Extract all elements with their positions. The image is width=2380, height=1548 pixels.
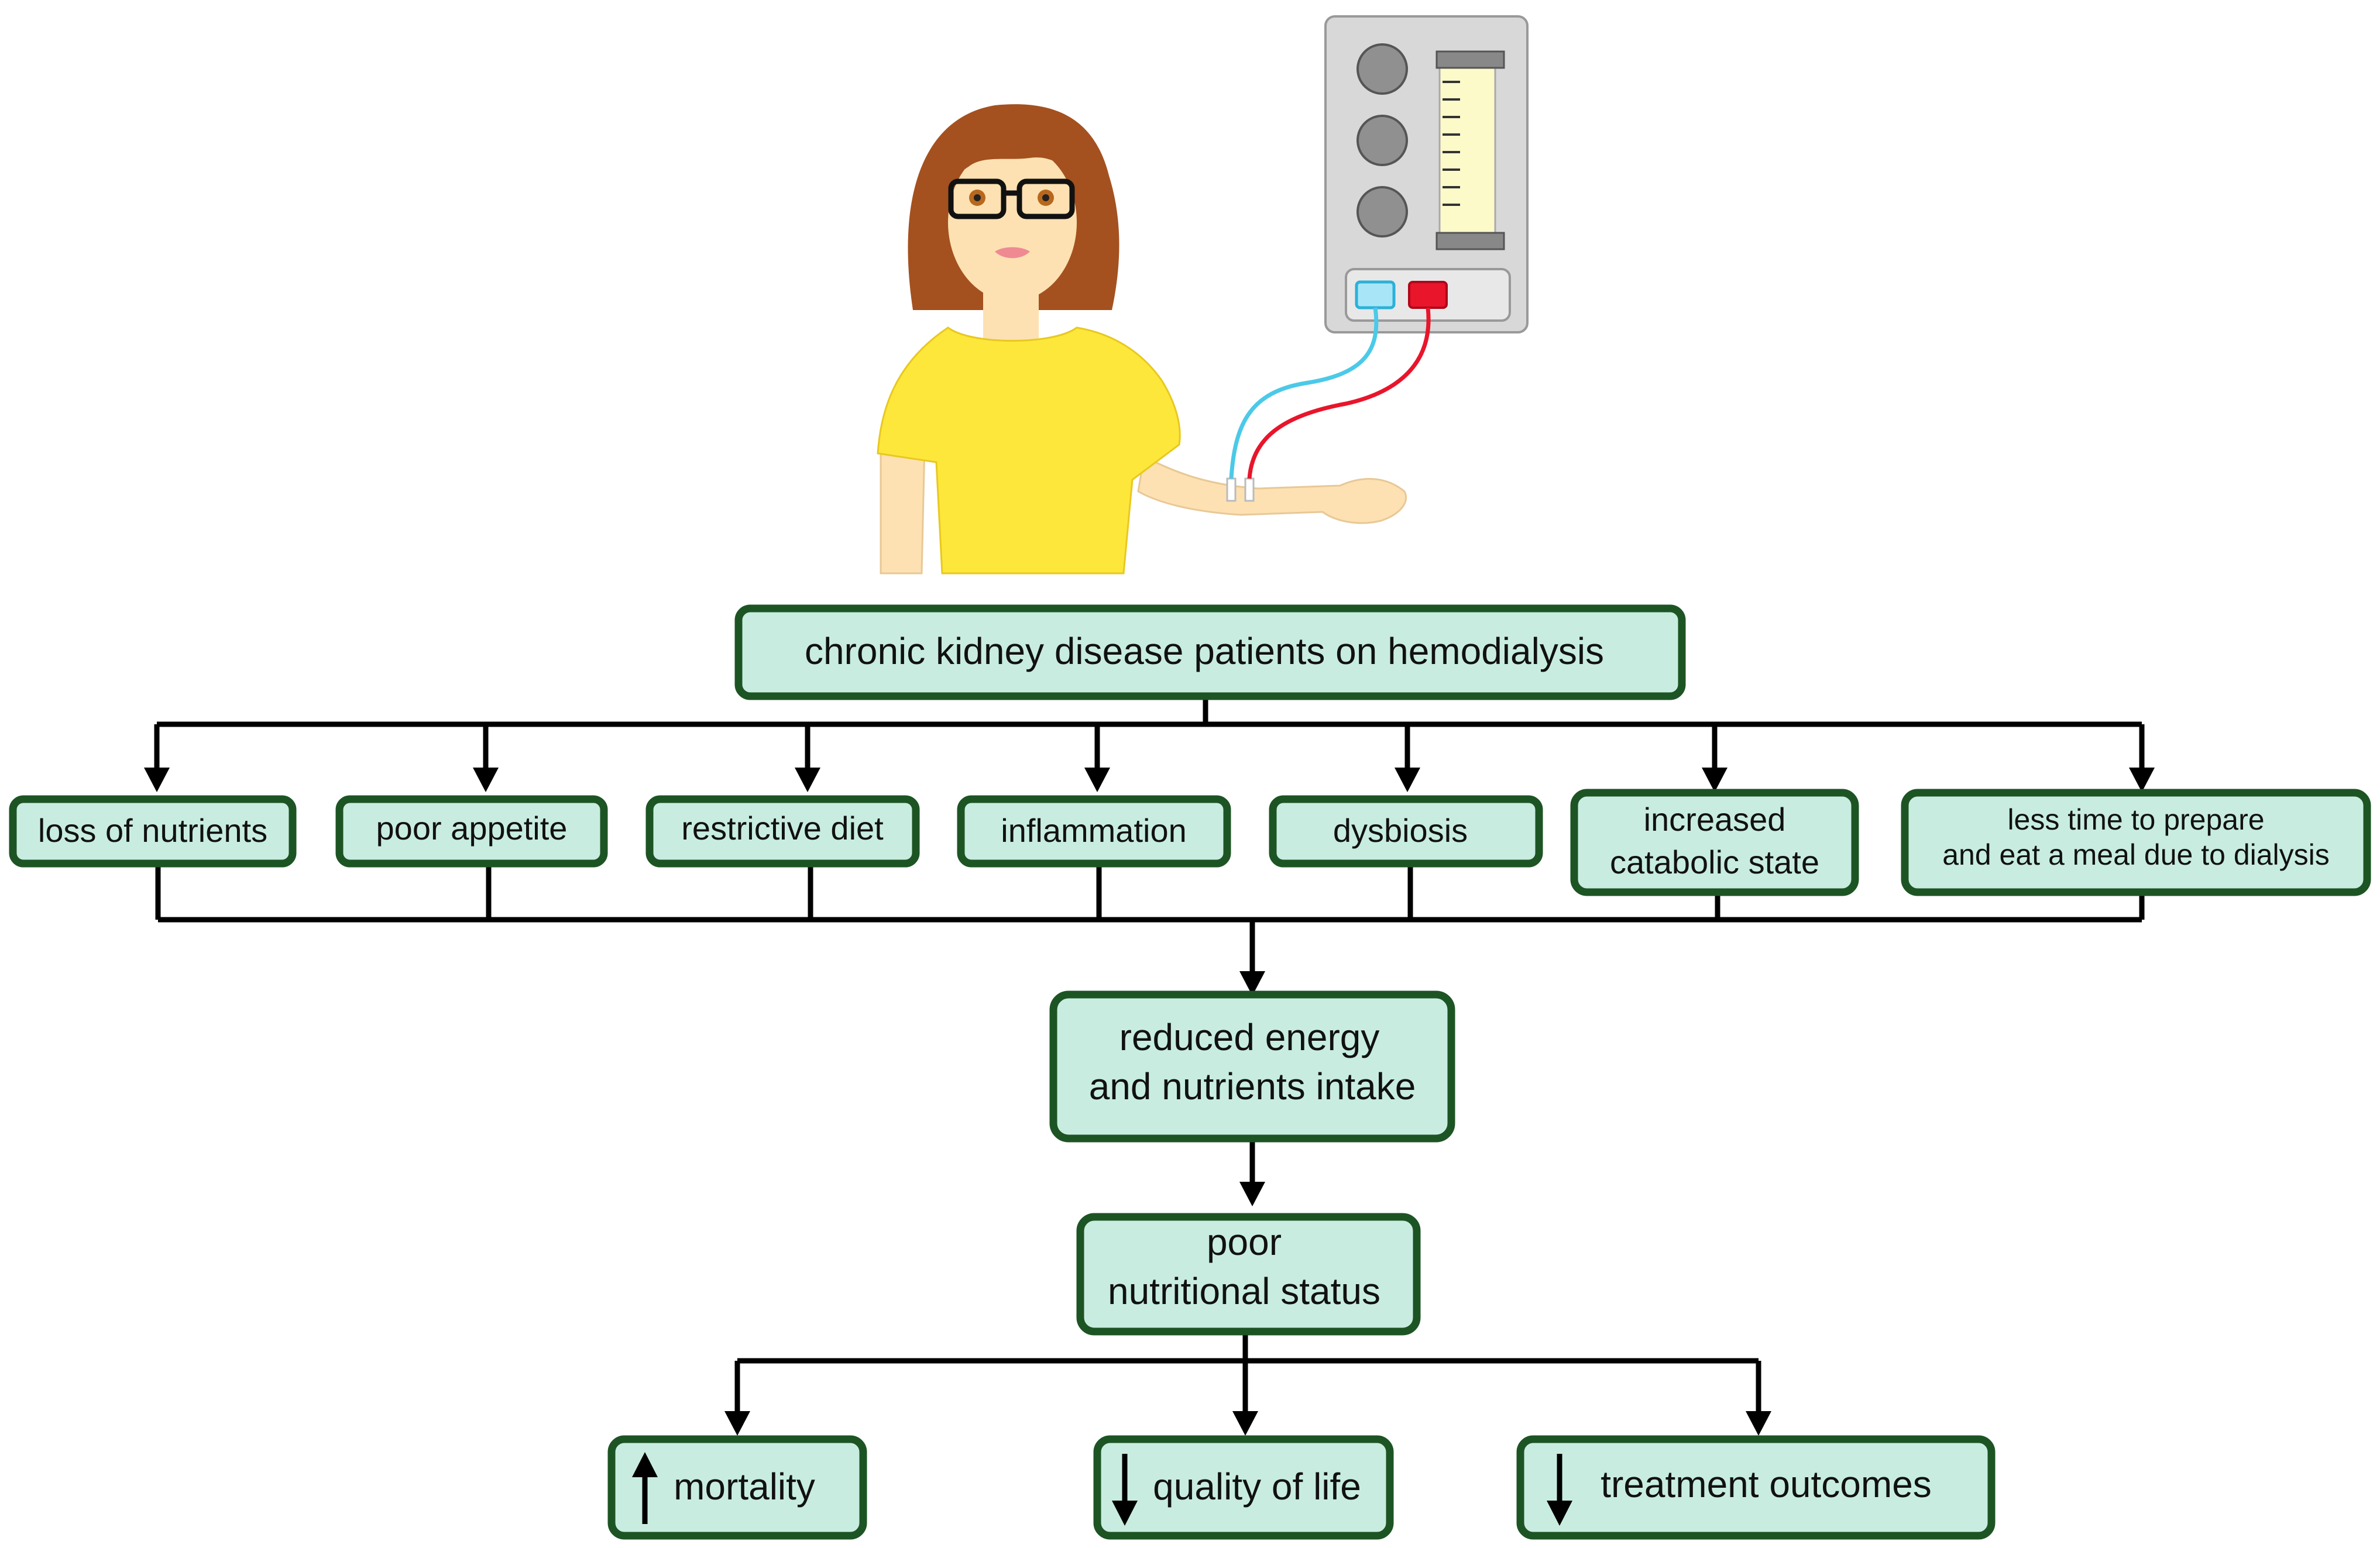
outcome-box-2: quality of life [1093, 1435, 1394, 1540]
cause-label-line-2: and eat a meal due to dialysis [1942, 838, 2330, 871]
cause-label-line-2: catabolic state [1610, 844, 1819, 880]
cannula-blue [1226, 477, 1237, 502]
cause-label: loss of nutrients [38, 812, 267, 849]
outcome-label: quality of life [1153, 1466, 1361, 1508]
status-line-2: nutritional status [1108, 1270, 1380, 1312]
patient-bangs [945, 126, 1083, 202]
patient-left-arm [880, 443, 926, 575]
down-arrow-icon [1112, 1454, 1138, 1526]
patient-illustration [877, 104, 1407, 575]
patient-pupil-left [974, 194, 981, 201]
cause-box-6: increased catabolic state [1570, 789, 1859, 896]
patient-shirt [877, 326, 1181, 575]
cause-box-5: dysbiosis [1269, 795, 1543, 868]
up-arrow-icon [632, 1452, 658, 1524]
status-line-1: poor [1207, 1221, 1282, 1263]
cannula-red [1244, 477, 1255, 502]
status-box: poor nutritional status [1076, 1213, 1421, 1336]
outcome-label: treatment outcomes [1601, 1463, 1932, 1505]
cause-label: poor appetite [376, 810, 568, 847]
cause-label: inflammation [1001, 812, 1186, 849]
glasses-icon [948, 178, 1075, 219]
intake-line-2: and nutrients intake [1089, 1065, 1416, 1107]
red-port [1408, 281, 1448, 309]
intake-line-1: reduced energy [1119, 1016, 1380, 1058]
outcome-box-1: mortality [607, 1435, 867, 1540]
cause-box-2: poor appetite [335, 795, 608, 868]
cause-label-line-1: less time to prepare [2007, 803, 2264, 836]
down-arrow-icon [1547, 1454, 1572, 1526]
patient-mouth [995, 247, 1030, 259]
connectors [144, 696, 2155, 1436]
cause-box-4: inflammation [957, 795, 1231, 868]
cause-box-3: restrictive diet [645, 795, 920, 868]
outcome-label: mortality [674, 1466, 815, 1508]
patient-right-arm [1137, 455, 1407, 524]
title-box: chronic kidney disease patients on hemod… [734, 604, 1686, 700]
blue-port [1355, 280, 1396, 309]
cause-label-line-1: increased [1644, 801, 1786, 838]
cause-label: dysbiosis [1333, 812, 1468, 849]
title-text: chronic kidney disease patients on hemod… [805, 630, 1604, 672]
cause-label: restrictive diet [681, 810, 884, 847]
cause-box-1: loss of nutrients [9, 795, 297, 868]
intake-box: reduced energy and nutrients intake [1049, 990, 1455, 1143]
dialysis-machine [1324, 15, 1529, 333]
outcome-box-3: treatment outcomes [1516, 1435, 1996, 1540]
patient-pupil-right [1042, 194, 1049, 201]
blue-tube [1229, 307, 1379, 479]
red-tube [1247, 307, 1431, 479]
cause-box-7: less time to prepare and eat a meal due … [1901, 789, 2371, 896]
